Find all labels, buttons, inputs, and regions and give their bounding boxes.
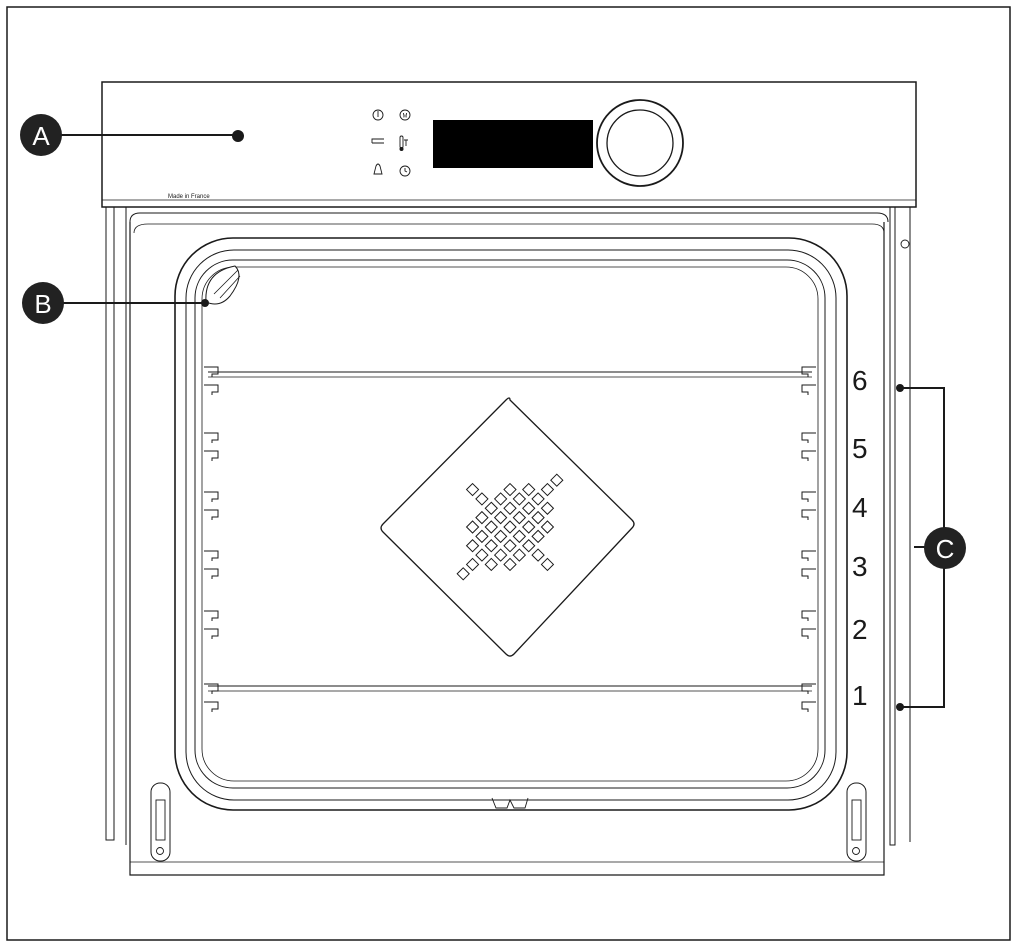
menu-m-icon[interactable]: M: [399, 109, 411, 121]
vent-slot: [493, 529, 508, 544]
shelf-level-3: 3: [852, 551, 868, 582]
runner-clip-right: [801, 491, 816, 502]
runner-clip-left: [204, 701, 219, 712]
bell-icon[interactable]: [373, 163, 383, 175]
runner-clip-left: [204, 366, 219, 377]
oven-body: [105, 207, 911, 876]
svg-text:M: M: [403, 114, 408, 120]
runner-clip-right: [801, 384, 816, 395]
shelf-runners: [204, 366, 816, 712]
shelf-level-1: 1: [852, 680, 868, 711]
vent-slot: [522, 539, 536, 553]
runner-clip-right: [801, 628, 816, 639]
runner-clip-right: [801, 610, 816, 621]
callout-c: C: [924, 527, 966, 569]
runner-clip-right: [801, 701, 816, 712]
vent-slot: [522, 520, 536, 534]
control-panel: Made in France M: [58, 81, 917, 208]
fan-vents: [456, 473, 564, 581]
vent-slot: [540, 557, 555, 572]
runner-clip-right: [801, 550, 816, 561]
fan-cover: [380, 397, 635, 657]
runner-clip-left: [204, 550, 219, 561]
vent-slot: [503, 520, 517, 534]
shelf-level-2: 2: [852, 614, 868, 645]
runner-clip-right: [801, 509, 816, 520]
control-knob[interactable]: [596, 99, 684, 187]
runner-clip-left: [204, 628, 219, 639]
vent-slot: [465, 520, 480, 534]
runner-clip-left: [204, 683, 219, 694]
callout-a-label: A: [32, 121, 50, 151]
runner-clip-left: [204, 568, 219, 579]
callout-c-label: C: [936, 534, 955, 564]
oven-cavity: [60, 237, 867, 862]
vent-slot: [465, 539, 480, 553]
vent-slot: [475, 510, 489, 525]
vent-slot: [540, 501, 555, 515]
vent-slot: [512, 548, 527, 562]
vent-slot: [522, 501, 536, 515]
runner-clip-left: [204, 491, 219, 502]
vent-slot: [493, 548, 508, 562]
temperature-probe-icon[interactable]: [399, 135, 409, 151]
runner-clip-left: [204, 432, 219, 443]
display-screen: [433, 120, 593, 168]
runner-clip-right: [801, 568, 816, 579]
vent-slot: [540, 520, 555, 534]
vent-slot: [465, 557, 480, 572]
runner-clip-left: [204, 610, 219, 621]
shelf-level-6: 6: [852, 365, 868, 396]
callout-b: B: [22, 282, 64, 324]
made-in-label: Made in France: [168, 194, 210, 200]
runner-clip-right: [801, 450, 816, 461]
vent-slot: [484, 520, 498, 534]
vent-slot: [503, 557, 517, 572]
left-hinge: [150, 782, 171, 862]
runner-clip-right: [801, 683, 816, 694]
right-hinge: [846, 782, 867, 862]
vent-slot: [493, 510, 508, 525]
vent-slot: [522, 482, 536, 497]
shelf-level-labels: 6 5 4 3 2 1: [852, 365, 868, 711]
shelf-level-5: 5: [852, 433, 868, 464]
vent-slot: [550, 473, 564, 487]
runner-clip-left: [204, 384, 219, 395]
vent-slot: [531, 510, 545, 525]
vent-slot: [475, 548, 489, 562]
callout-a: A: [20, 114, 62, 156]
runner-clip-left: [204, 450, 219, 461]
vent-slot: [465, 482, 480, 497]
oven-lamp: [205, 265, 241, 305]
runner-clip-right: [801, 366, 816, 377]
runner-clip-left: [204, 509, 219, 520]
back-arrow-icon[interactable]: [371, 138, 384, 144]
vent-slot: [475, 529, 489, 544]
vent-slot: [512, 492, 527, 506]
power-icon[interactable]: [372, 109, 384, 121]
vent-slot: [484, 539, 498, 553]
vent-slot: [503, 539, 517, 553]
vent-slot: [503, 501, 517, 515]
vent-slot: [512, 529, 527, 544]
callout-b-label: B: [34, 289, 51, 319]
vent-slot: [540, 482, 555, 497]
vent-slot: [493, 492, 508, 506]
clock-icon[interactable]: [399, 165, 411, 177]
vent-slot: [456, 567, 470, 581]
vent-slot: [512, 510, 527, 525]
shelf-level-4: 4: [852, 492, 868, 523]
vent-slot: [484, 501, 498, 515]
vent-slot: [531, 492, 545, 506]
vent-slot: [475, 492, 489, 506]
vent-slot: [531, 548, 545, 562]
runner-clip-right: [801, 432, 816, 443]
vent-slot: [484, 557, 498, 572]
vent-slot: [531, 529, 545, 544]
vent-slot: [503, 482, 517, 497]
